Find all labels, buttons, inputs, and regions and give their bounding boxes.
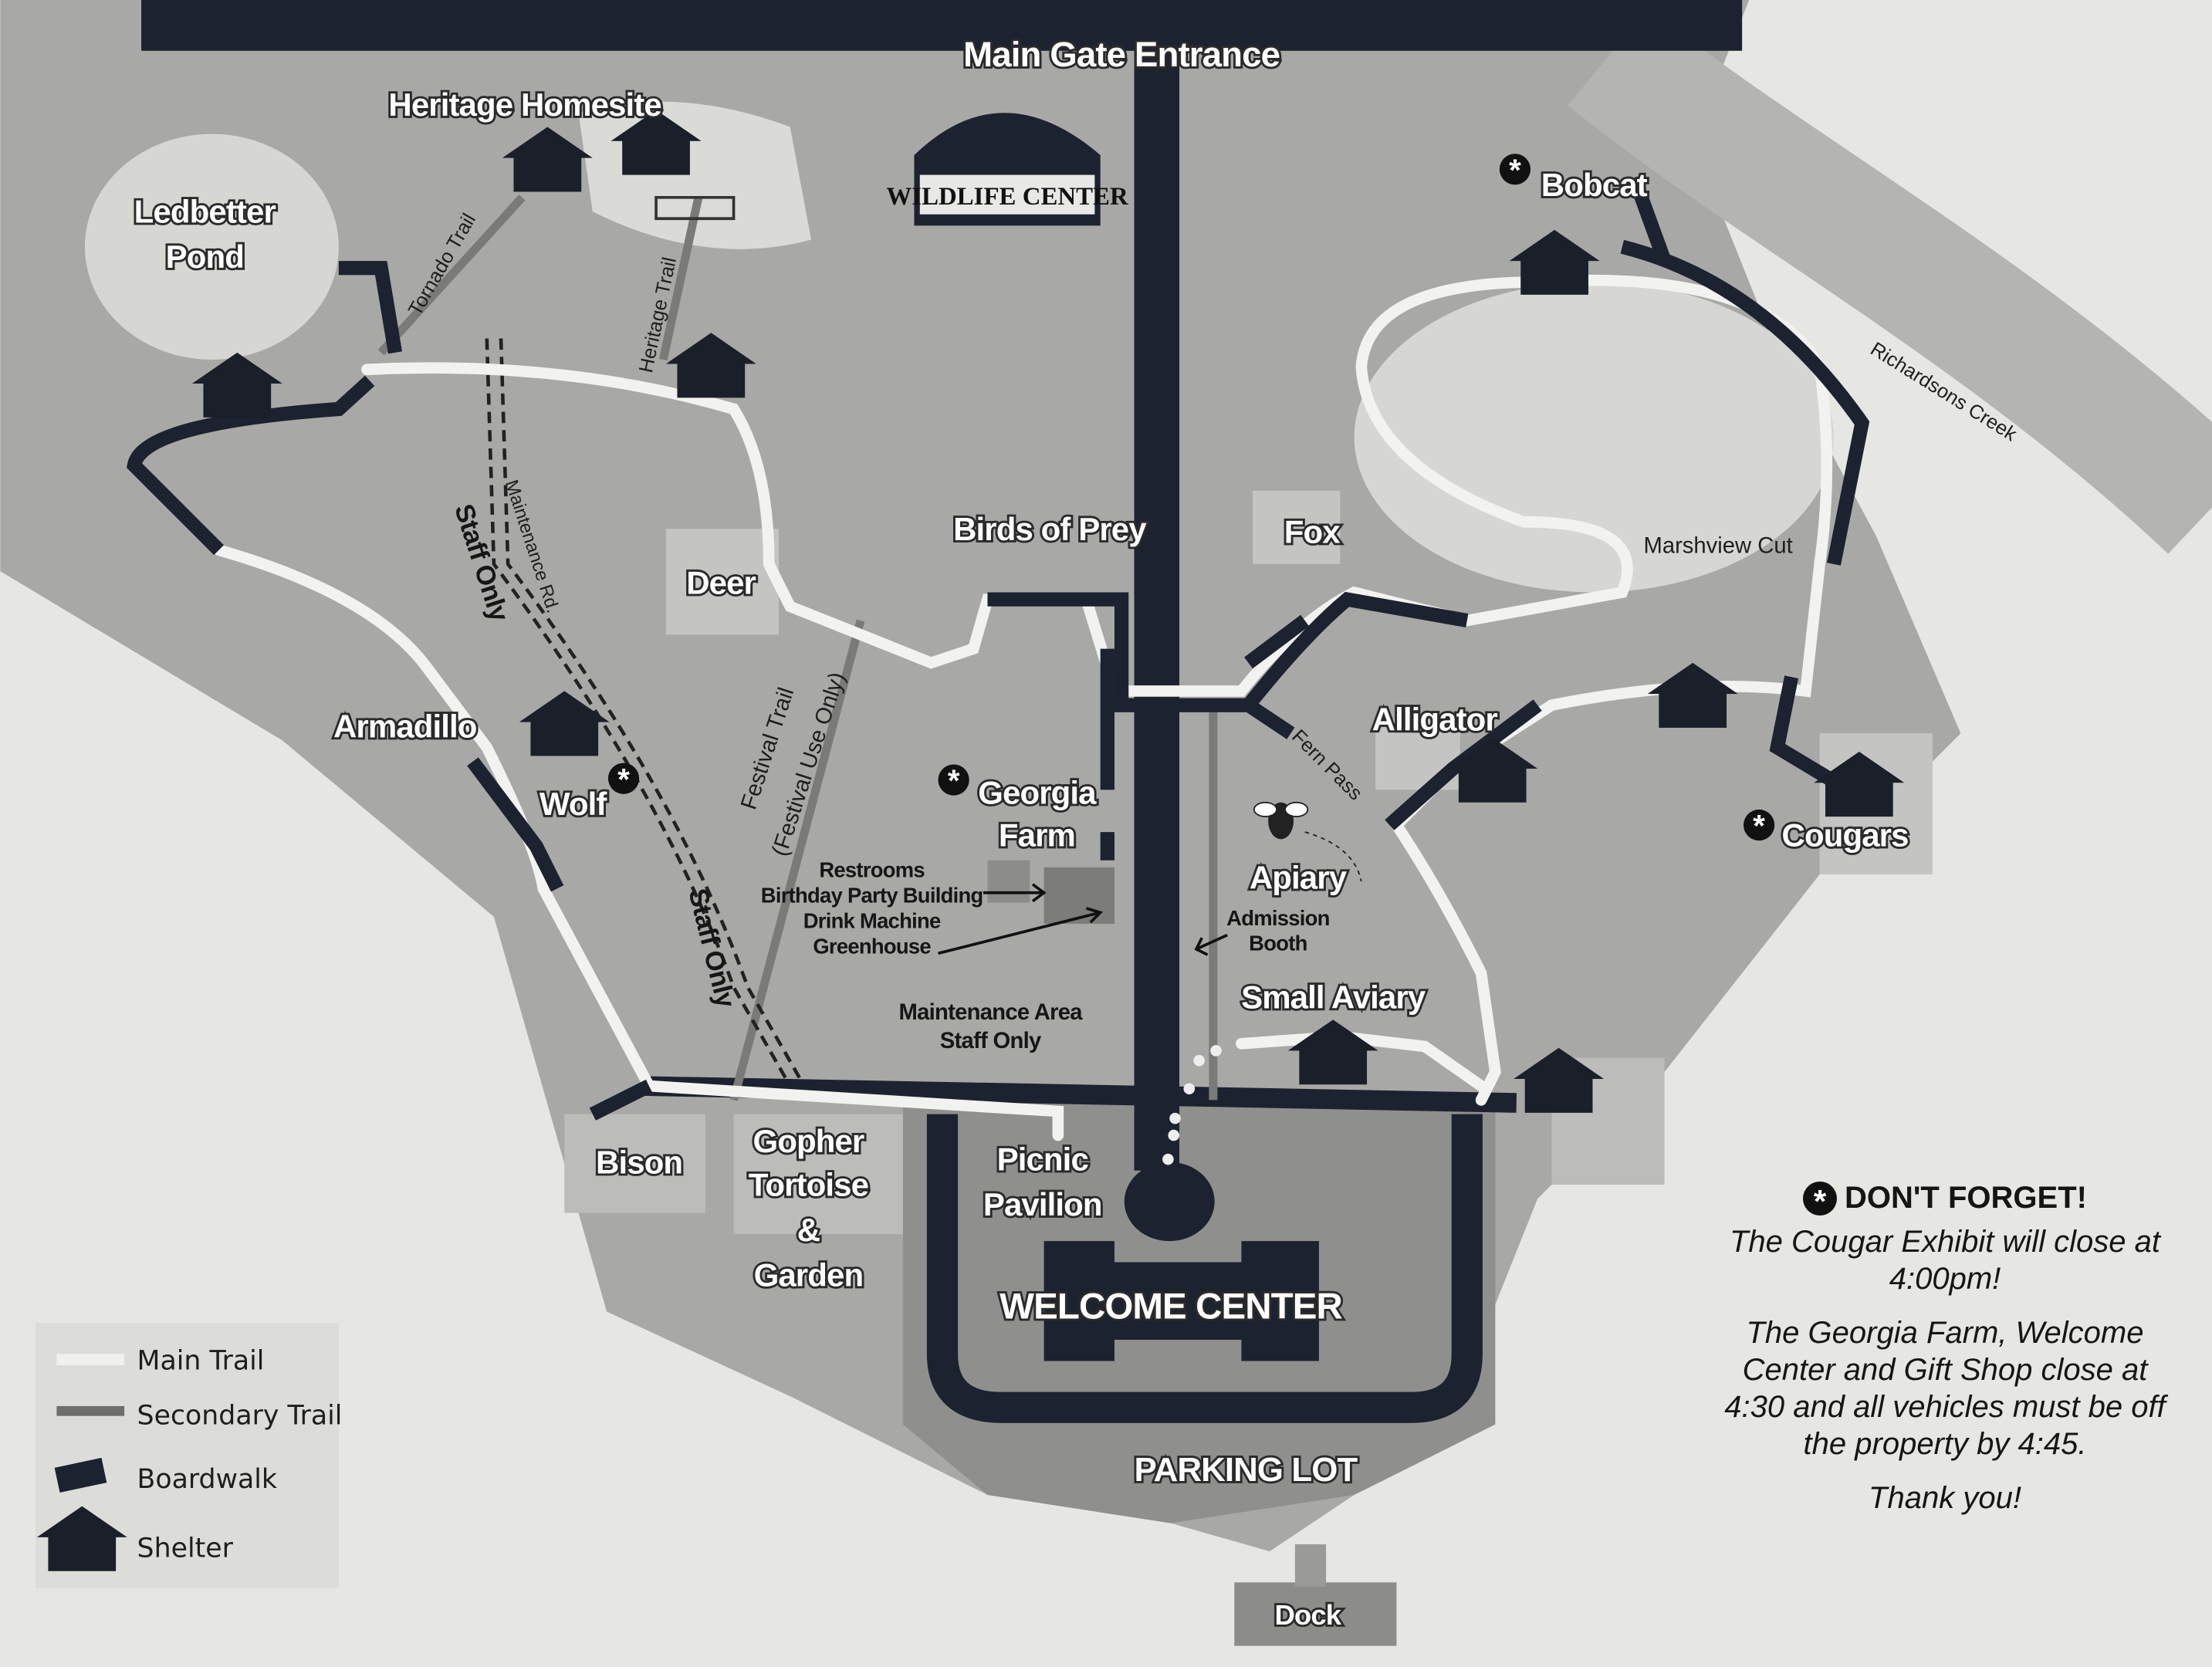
gopher-tortoise-label[interactable]: Tortoise [746,1165,871,1205]
welcome-center-building [1043,1241,1319,1361]
picnic-pavilion-label[interactable]: Pavilion [981,1184,1105,1225]
ledbetter-pond-label[interactable]: Pond [164,236,247,277]
ledbetter-pond-label[interactable]: Ledbetter [132,191,279,232]
welcome-center-label[interactable]: WELCOME CENTER [997,1284,1345,1330]
dock-label[interactable]: Dock [1273,1597,1345,1633]
legend-shelter: Shelter [137,1533,234,1564]
bee-icon [1253,801,1309,840]
maintenance-road [485,338,806,1087]
bison-label[interactable]: Bison [594,1141,685,1182]
parking-loop-road[interactable] [926,1114,1483,1423]
thank-you-note: Thank you! [1869,1481,2021,1515]
small-aviary-label[interactable]: Small Aviary [1239,977,1429,1018]
garden-label[interactable]: Garden [752,1255,866,1296]
maintenance-area-label: Maintenance Area [899,1000,1084,1025]
greenhouse-label: Greenhouse [813,934,931,958]
legend-main-trail: Main Trail [137,1345,265,1376]
svg-text:WILDLIFE CENTER: WILDLIFE CENTER [886,183,1129,211]
gopher-tortoise-label[interactable]: & [795,1209,824,1250]
corral-icon [654,196,736,221]
wolf-label[interactable]: Wolf [537,783,610,824]
richardsons-creek [1568,7,2212,554]
wildlife-center-logo: WILDLIFE CENTER [886,113,1129,226]
main-gate-road[interactable] [141,0,1743,51]
armadillo-label[interactable]: Armadillo [331,706,480,747]
secondary-trail-swatch [56,1405,125,1416]
main-gate-entrance-label: Main Gate Entrance [963,35,1280,74]
notes-heading: * DON'T FORGET! [1721,1181,2169,1219]
restrooms-label: Restrooms [819,858,925,882]
heritage-homesite-label[interactable]: Heritage Homesite [386,84,664,125]
marsh-area [1354,282,1834,593]
marshview-cut-label: Marshview Cut [1643,533,1792,558]
dont-forget-heading: DON'T FORGET! [1845,1181,2087,1215]
admission-booth-label: Booth [1249,932,1307,955]
main-trail-swatch [56,1354,125,1365]
service-road[interactable] [641,1076,1517,1113]
admission-booth-label: Admission [1226,906,1330,930]
drink-machine-label: Drink Machine [803,908,941,932]
fox-label[interactable]: Fox [1282,512,1344,553]
cougars-label[interactable]: Cougars [1780,815,1912,856]
georgia-farm-label[interactable]: Georgia [976,773,1100,813]
georgia-farm-label[interactable]: Farm [996,815,1078,856]
legend: Main Trail Secondary Trail Boardwalk She… [35,1323,343,1588]
boardwalk-icon [54,1457,107,1493]
parking-lot-label[interactable]: PARKING LOT [1132,1449,1361,1491]
paw-prints-icon [1162,1045,1222,1165]
dock [1234,1582,1397,1646]
bobcat-label[interactable]: Bobcat [1539,164,1651,205]
legend-boardwalk: Boardwalk [137,1464,277,1495]
birthday-party-building-label: Birthday Party Building [761,884,983,908]
picnic-pavilion-label[interactable]: Picnic [995,1139,1092,1180]
ledbetter-pond [84,134,339,360]
closing-times-note: The Georgia Farm, Welcome Center and Gif… [1724,1316,2166,1461]
cougar-closing-note: The Cougar Exhibit will close at 4:00pm! [1729,1225,2161,1296]
birds-of-prey-label[interactable]: Birds of Prey [951,509,1150,549]
maintenance-area-label: Staff Only [940,1029,1042,1053]
gopher-tortoise-label[interactable]: Gopher [751,1121,868,1161]
star-icon: * [1803,1181,1838,1219]
deer-label[interactable]: Deer [684,562,759,603]
legend-secondary-trail: Secondary Trail [137,1401,343,1432]
alligator-label[interactable]: Alligator [1370,699,1501,740]
apiary-label[interactable]: Apiary [1247,857,1351,898]
notes-panel: * DON'T FORGET! The Cougar Exhibit will … [1721,1181,2169,1533]
